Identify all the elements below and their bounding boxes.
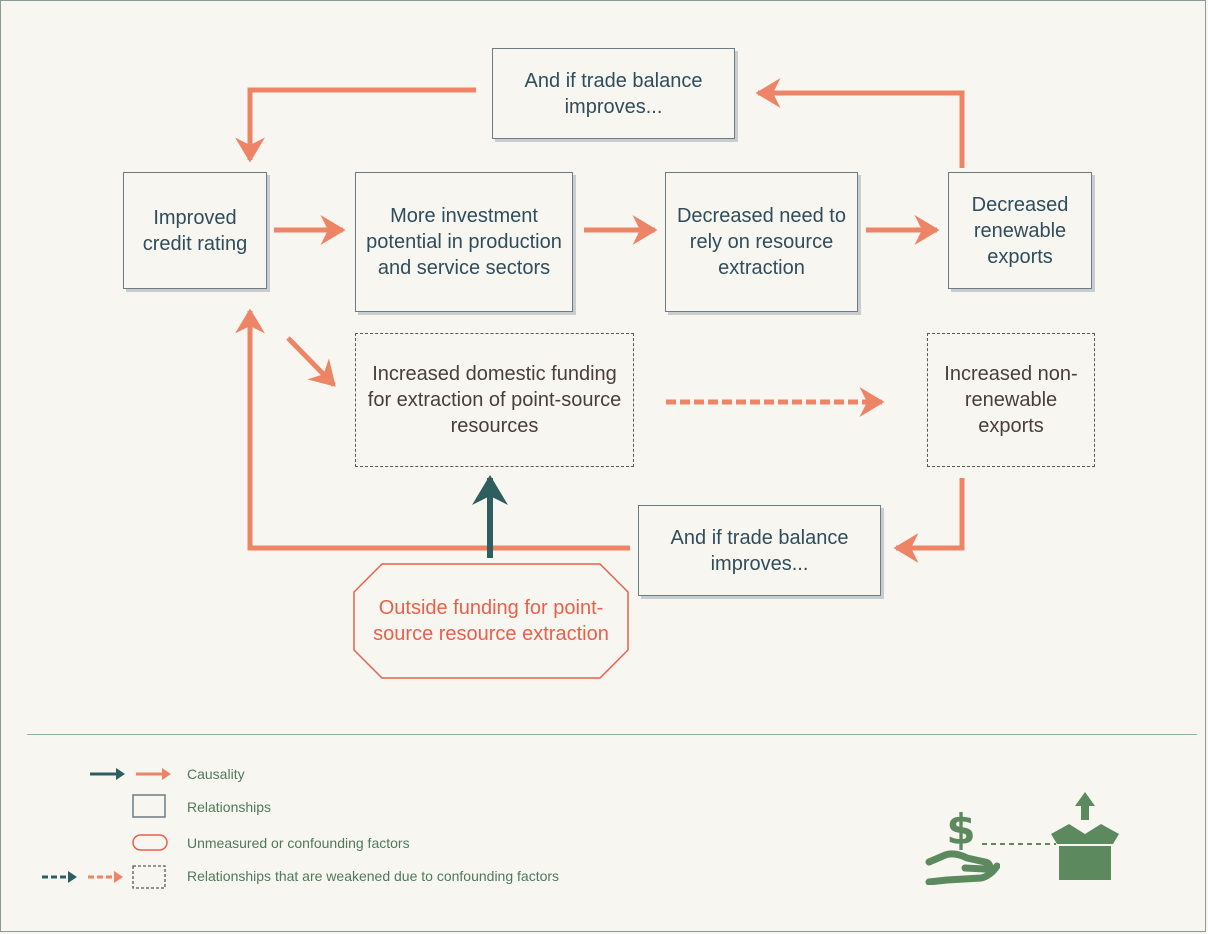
weakened-relationship-icon: [42, 865, 166, 889]
resource-extraction-box: Decreased need to rely on resource extra…: [665, 172, 858, 312]
legend-weakened-label: Relationships that are weakened due to c…: [187, 868, 560, 884]
domestic-funding-label: Increased domestic funding for extractio…: [367, 363, 622, 437]
legend-relationships-label: Relationships: [187, 799, 272, 815]
resource-extraction-label: Decreased need to rely on resource extra…: [676, 205, 846, 279]
improved-credit-box: Improved credit rating: [123, 172, 267, 289]
legend-divider: [27, 734, 1197, 735]
trade-balance-top-label: And if trade balance improves...: [524, 69, 703, 118]
outside-funding-label: Outside funding for point-source resourc…: [373, 597, 609, 645]
confounding-pill-icon: [132, 834, 168, 851]
dashed-connector: [982, 843, 1056, 845]
svg-text:$: $: [946, 805, 975, 854]
arrow-credit-to-domestic-funding: [286, 336, 336, 387]
arrow-feedback-bottom-to-credit: [235, 308, 630, 551]
trade-balance-bottom-box: And if trade balance improves...: [638, 505, 881, 596]
legend-causality-label: Causality: [187, 766, 245, 782]
renewable-exports-box: Decreased renewable exports: [948, 172, 1092, 289]
renewable-exports-label: Decreased renewable exports: [971, 193, 1069, 268]
trade-balance-top-box: And if trade balance improves...: [492, 48, 735, 139]
investment-potential-label: More investment potential in production …: [366, 205, 562, 279]
box-arrow-icon: [1051, 792, 1119, 880]
arrow-nonrenewable-to-feedback-bottom: [893, 478, 965, 563]
outside-funding-octagon: [353, 563, 629, 679]
improved-credit-label: Improved credit rating: [142, 206, 248, 255]
causality-arrows-icon: [90, 768, 171, 780]
arrow-renewable-to-feedback-top: [755, 78, 965, 168]
trade-balance-bottom-label: And if trade balance improves...: [670, 526, 849, 575]
dollar-hand-icon: $: [925, 805, 1000, 885]
relationship-box-icon: [132, 794, 166, 818]
investment-potential-box: More investment potential in production …: [355, 172, 573, 312]
nonrenewable-exports-box: Increased non-renewable exports: [927, 333, 1095, 467]
nonrenewable-exports-label: Increased non-renewable exports: [944, 363, 1078, 437]
arrow-feedback-top-to-credit: [235, 87, 476, 163]
outside-funding-text: Outside funding for point-source resourc…: [370, 570, 612, 672]
legend-unmeasured-label: Unmeasured or confounding factors: [187, 835, 410, 851]
domestic-funding-box: Increased domestic funding for extractio…: [355, 333, 634, 467]
